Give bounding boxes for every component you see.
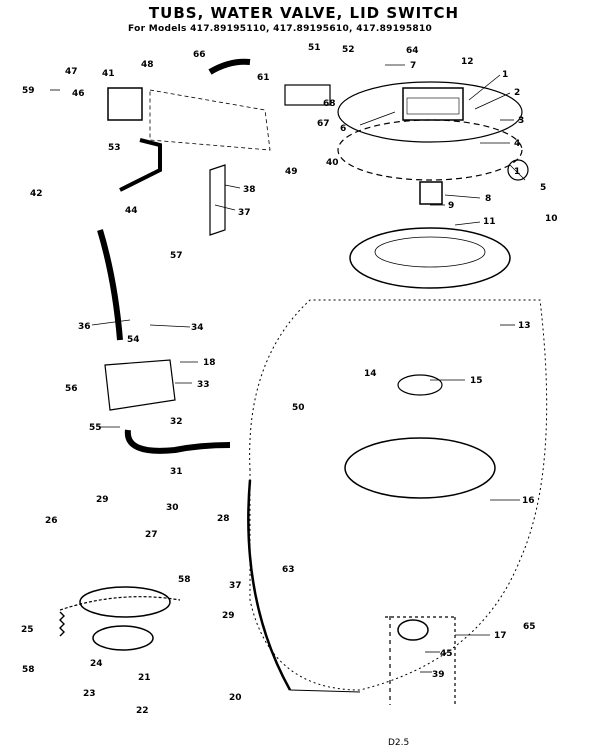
callout: 32 [170,417,183,427]
callout: 4 [514,139,520,149]
callout: 27 [145,530,158,540]
callout: 48 [141,60,154,70]
callout: 59 [22,86,35,96]
callout: 8 [485,194,491,204]
tub-skirt-lower [289,689,361,693]
callout: 45 [440,649,453,659]
callout: 10 [545,214,558,224]
transmission-pulley [79,586,171,618]
callout: 25 [21,625,34,635]
drain-hose [124,429,231,454]
rear-panel [149,89,271,151]
callout: 57 [170,251,183,261]
basket-flange [349,227,511,289]
pump-assembly [397,619,429,641]
callout: 58 [178,575,191,585]
callout: 66 [193,50,206,60]
spring-25 [59,611,65,637]
callout: 67 [317,119,330,129]
callout: 47 [65,67,78,77]
inlet-hose [208,58,251,75]
callout-numbers: 1 2 3 4 1 5 6 7 8 9 10 11 12 13 14 15 16… [21,43,558,716]
diagram-title: TUBS, WATER VALVE, LID SWITCH [148,4,460,22]
callout: 21 [138,673,151,683]
callout: 61 [257,73,270,83]
callout: 13 [518,321,531,331]
callout: 51 [308,43,321,53]
air-dome-bracket [104,359,176,411]
model-numbers: For Models 417.89195110, 417.89195610, 4… [128,24,433,34]
callout: 9 [448,201,454,211]
callout: 1 [514,167,520,177]
callout: 38 [243,185,256,195]
fill-hose [97,229,123,341]
brake-drum [92,625,154,651]
callout: 15 [470,376,483,386]
tub-ring [337,119,523,181]
callout: 30 [166,503,179,513]
callout: 1 [502,70,508,80]
filter-housing [402,87,464,121]
callout: 37 [238,208,251,218]
callout: 68 [323,99,336,109]
callout: 56 [65,384,78,394]
callout: 11 [483,217,496,227]
tub-skirt-curve [247,479,292,691]
callout: 26 [45,516,58,526]
callout: 31 [170,467,183,477]
basket-inner [374,236,486,268]
callout: 39 [432,670,445,680]
callout: 44 [125,206,138,216]
tub-cover [337,81,523,143]
callout: 17 [494,631,507,641]
filter-screen [406,97,460,115]
callout: 46 [72,89,85,99]
callout: 65 [523,622,536,632]
drive-hub [397,374,443,396]
callout: 41 [102,69,115,79]
bracket-38 [209,164,226,236]
basket-lower [344,437,496,499]
callout: 49 [285,167,298,177]
callout: 2 [514,88,520,98]
callout: 63 [282,565,295,575]
drive-belt [59,596,181,611]
callout: 6 [340,124,346,134]
callout: 28 [217,514,230,524]
reference-circle-1 [507,159,529,181]
callout: 34 [191,323,204,333]
callout: 29 [96,495,109,505]
valve-hose [119,138,162,192]
callout: 64 [406,46,419,56]
callout: 58 [22,665,35,675]
water-valve [107,87,143,121]
callout: 16 [522,496,535,506]
callout: 53 [108,143,121,153]
callout: 5 [540,183,546,193]
agitator-hub [419,181,443,205]
callout: 12 [461,57,474,67]
callout: 54 [127,335,140,345]
callout: 3 [518,116,524,126]
callout: 24 [90,659,103,669]
callout: 20 [229,693,242,703]
callout: 33 [197,380,210,390]
callout: 52 [342,45,355,55]
lid-switch [284,84,331,106]
callout: 29 [222,611,235,621]
callout: 55 [89,423,102,433]
diagram-code: D2.5 [388,738,410,748]
callout: 42 [30,189,43,199]
callout: 40 [326,158,339,168]
callout: 22 [136,706,149,716]
callout: 7 [410,61,416,71]
callout: 37 [229,581,242,591]
callout: 14 [364,369,377,379]
callout: 18 [203,358,216,368]
callout: 36 [78,322,91,332]
callout: 23 [83,689,96,699]
callout: 50 [292,403,305,413]
